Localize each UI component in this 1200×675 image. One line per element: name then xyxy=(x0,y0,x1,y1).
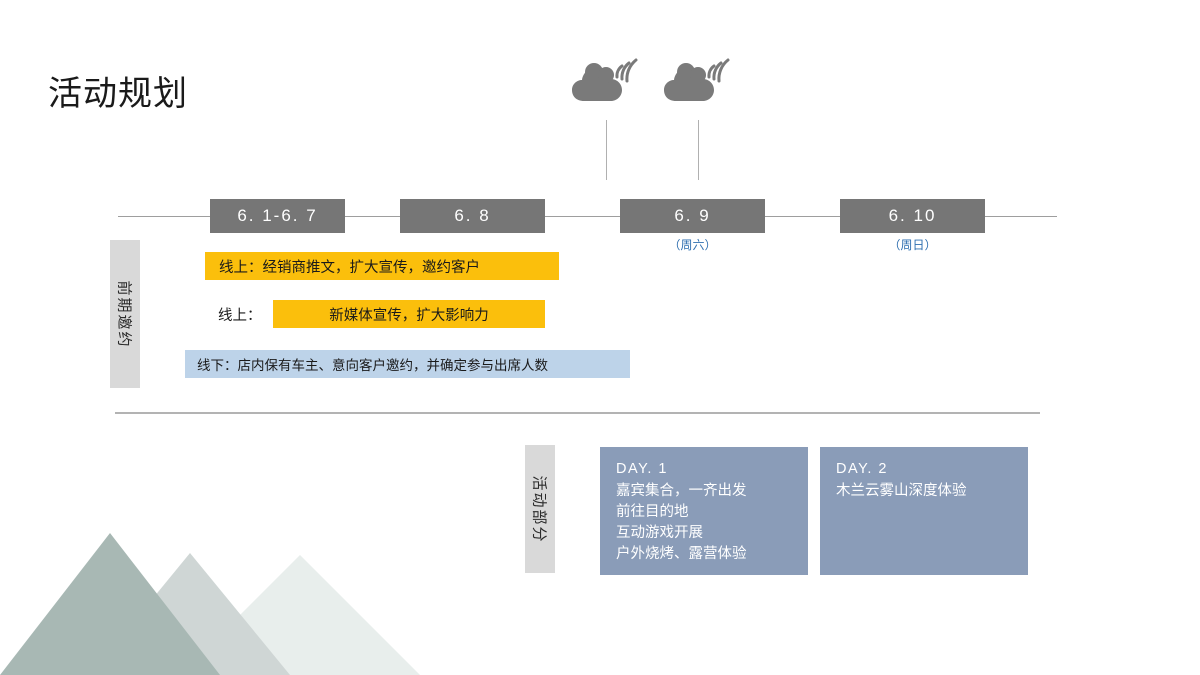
task-bar-new-media[interactable]: 新媒体宣传，扩大影响力 xyxy=(273,300,545,328)
timeline-axis-segment xyxy=(118,216,210,217)
task-bar-online-dealer-post[interactable]: 线上：经销商推文，扩大宣传，邀约客户 xyxy=(205,252,559,280)
timeline-axis-segment xyxy=(985,216,1057,217)
day-card-body: 木兰云雾山深度体验 xyxy=(836,483,967,499)
task-bar-prefix-online: 线上： xyxy=(218,307,262,324)
cloud-drop-line xyxy=(698,120,699,180)
timeline-axis-segment xyxy=(545,216,620,217)
page-title: 活动规划 xyxy=(48,75,188,113)
timeline-date-chip[interactable]: 6. 10 xyxy=(840,199,985,233)
cloud-signal-icon xyxy=(570,55,642,107)
task-bar-offline-invite[interactable]: 线下：店内保有车主、意向客户邀约，并确定参与出席人数 xyxy=(185,350,630,378)
timeline-weekday-label: （周六） xyxy=(668,238,717,252)
timeline-date-chip[interactable]: 6. 1-6. 7 xyxy=(210,199,345,233)
cloud-drop-line xyxy=(606,120,607,180)
section-label-text: 前期邀约 xyxy=(115,279,133,349)
timeline-weekday-label: （周日） xyxy=(888,238,937,252)
cloud-signal-icon xyxy=(662,55,734,107)
day-card-body: 嘉宾集合，一齐出发 前往目的地 互动游戏开展 户外烧烤、露营体验 xyxy=(616,483,747,562)
day-card-heading: DAY. 1 xyxy=(616,461,668,477)
mountain-decoration xyxy=(0,515,520,675)
timeline-axis-segment xyxy=(345,216,400,217)
day-card-heading: DAY. 2 xyxy=(836,461,888,477)
timeline-date-chip[interactable]: 6. 8 xyxy=(400,199,545,233)
timeline-axis-segment xyxy=(765,216,840,217)
timeline-date-chip[interactable]: 6. 9 xyxy=(620,199,765,233)
day-card-1[interactable]: DAY. 1 嘉宾集合，一齐出发 前往目的地 互动游戏开展 户外烧烤、露营体验 xyxy=(600,447,808,575)
section-label-preparation: 前期邀约 xyxy=(110,240,140,388)
day-card-2[interactable]: DAY. 2 木兰云雾山深度体验 xyxy=(820,447,1028,575)
section-label-activity: 活动部分 xyxy=(525,445,555,573)
section-label-text: 活动部分 xyxy=(530,474,548,544)
section-divider xyxy=(115,412,1040,414)
